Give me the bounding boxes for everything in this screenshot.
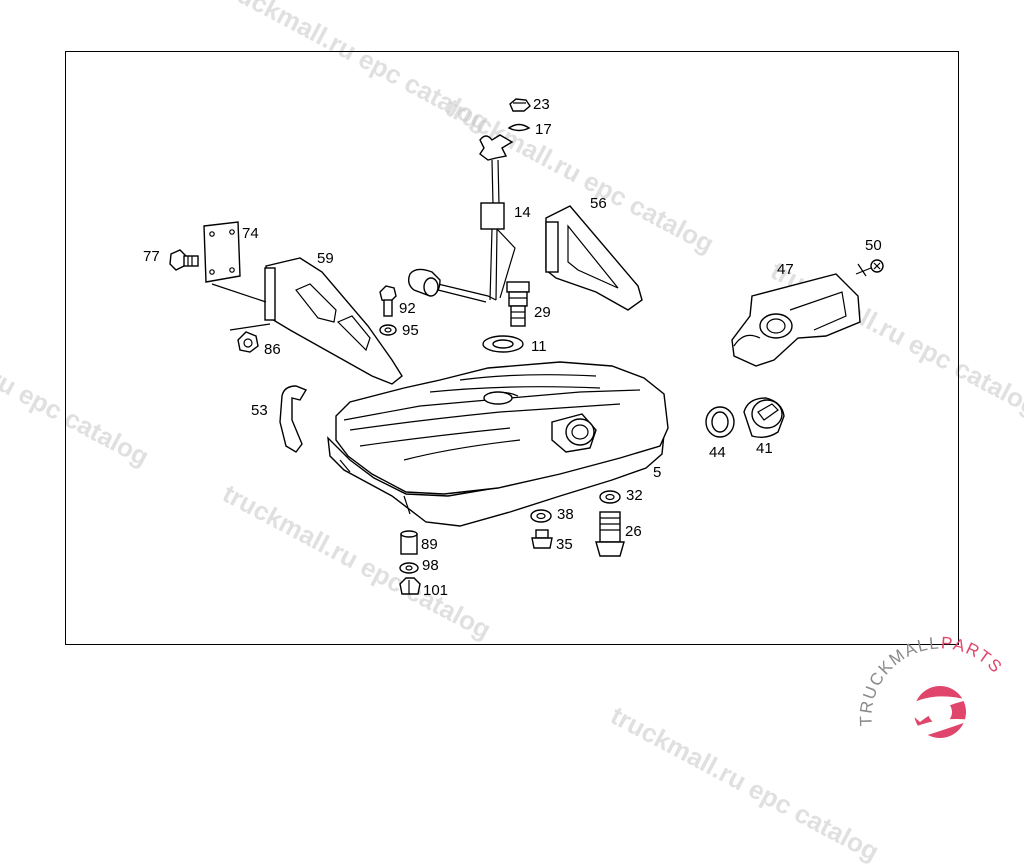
washer-part-98 (399, 562, 419, 574)
label-41: 41 (756, 440, 773, 457)
label-35: 35 (556, 536, 573, 553)
nut-part-86 (237, 331, 259, 353)
label-95: 95 (402, 322, 419, 339)
valve-part-29 (506, 281, 530, 327)
sender-unit-part-14 (407, 134, 516, 303)
bracket-part-59 (211, 257, 403, 385)
filler-neck-part-47 (731, 273, 861, 367)
label-77: 77 (143, 248, 160, 265)
label-59: 59 (317, 250, 334, 267)
label-17: 17 (535, 121, 552, 138)
label-11: 11 (531, 338, 547, 355)
label-92: 92 (399, 300, 416, 317)
seal-ring-part-44 (705, 406, 735, 438)
label-29: 29 (534, 304, 551, 321)
label-89: 89 (421, 536, 438, 553)
nut-part-35 (531, 529, 553, 549)
diagram-frame (65, 51, 959, 645)
screw-part-50 (855, 259, 884, 277)
filler-cap-part-41 (743, 397, 785, 439)
parts-drawing (169, 98, 884, 595)
nut-part-101 (399, 577, 421, 595)
washer-part-17 (507, 123, 531, 132)
gasket-part-11 (482, 335, 524, 353)
washer-part-95 (379, 324, 397, 336)
label-50: 50 (865, 237, 882, 254)
label-98: 98 (422, 557, 439, 574)
nut-part-23 (509, 98, 531, 112)
label-86: 86 (264, 341, 281, 358)
hose-part-53 (279, 385, 308, 453)
label-26: 26 (625, 523, 642, 540)
label-23: 23 (533, 96, 550, 113)
washer-part-38 (530, 509, 552, 523)
label-38: 38 (557, 506, 574, 523)
label-44: 44 (709, 444, 726, 461)
sleeve-part-89 (400, 530, 418, 555)
truckmall-parts-logo: TRUCKMALLPARTS (856, 633, 1005, 738)
fuel-tank-part-5 (327, 361, 669, 527)
washer-part-32 (599, 490, 621, 504)
bolt-part-92 (379, 285, 397, 317)
label-32: 32 (626, 487, 643, 504)
gear-icon (904, 686, 972, 738)
label-14: 14 (514, 204, 531, 221)
plate-part-74 (203, 221, 241, 283)
label-101: 101 (423, 582, 449, 599)
label-56: 56 (590, 195, 607, 212)
bracket-part-56 (545, 205, 643, 311)
bolt-part-77 (169, 249, 199, 271)
label-74: 74 (242, 225, 259, 242)
label-5: 5 (653, 464, 662, 481)
label-53: 53 (251, 402, 268, 419)
drain-plug-part-26 (595, 511, 625, 557)
label-47: 47 (777, 261, 794, 278)
